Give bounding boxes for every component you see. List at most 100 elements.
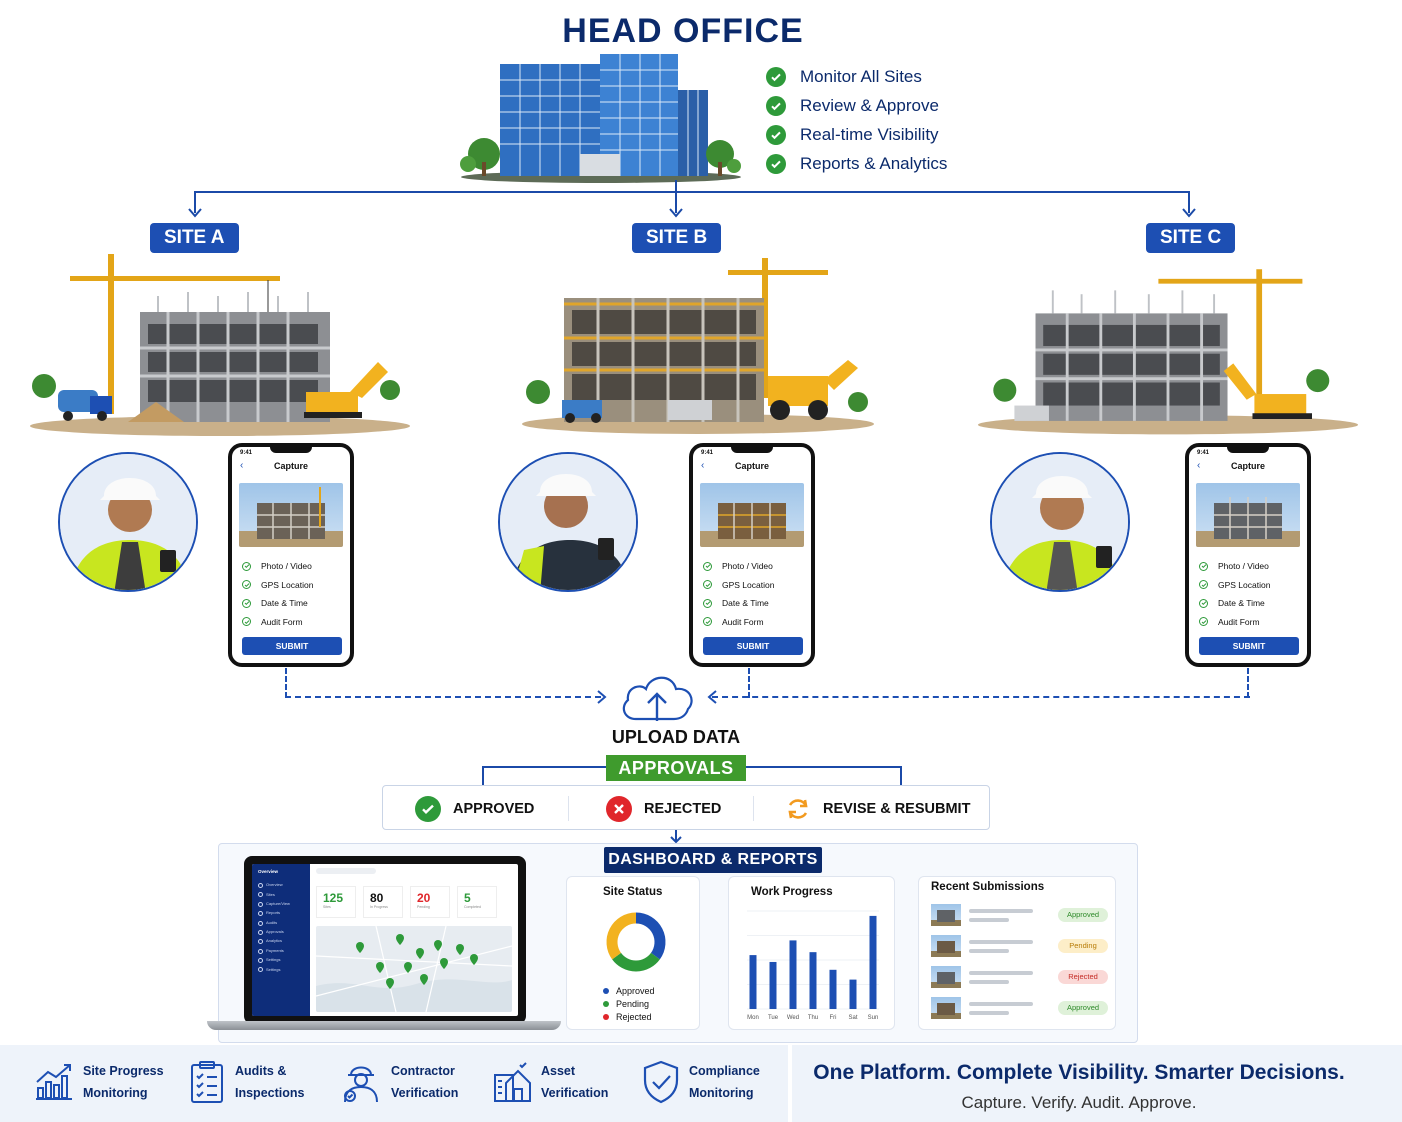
cloud-upload-icon [622,676,693,721]
check-circle-icon [766,124,786,145]
capture-item-gps[interactable]: GPS Location [1199,576,1303,595]
search-bar[interactable] [316,868,376,874]
phone-notch [1227,447,1269,453]
submit-button[interactable]: SUBMIT [1199,637,1299,655]
captured-photo-preview [700,483,804,547]
construction-site-b-illustration [522,258,874,434]
site-c-capture-phone: 9:41 ‹ Capture Photo / Video GPS Locatio… [1185,443,1311,667]
capture-item-gps[interactable]: GPS Location [703,576,807,595]
x-tick-label: Mon [747,1015,759,1021]
site-map[interactable] [316,926,512,1012]
captured-photo-preview [239,483,343,547]
check-circle-icon [1199,580,1208,590]
status-approved[interactable]: APPROVED [415,786,534,831]
connector-line [675,830,677,842]
site-status-card: Site Status Approved Pending Rejected [566,876,700,1030]
phone-status-time: 9:41 [240,450,253,456]
head-office-features: Monitor All Sites Review & Approve Real-… [766,62,1026,178]
status-revise-resubmit[interactable]: REVISE & RESUBMIT [785,786,970,831]
check-circle-icon [766,66,786,87]
check-circle-icon [242,580,251,590]
construction-site-a-illustration [30,254,410,436]
back-chevron-icon[interactable]: ‹ [240,460,244,471]
laptop-dashboard: Overview Overview Sites Capture/View Rep… [244,856,526,1024]
capture-item-photo[interactable]: Photo / Video [242,557,346,576]
dashed-connector [712,696,1250,698]
status-badge: Rejected [1058,970,1108,984]
sidebar-item[interactable]: Analytics [252,936,310,945]
capture-item-audit[interactable]: Audit Form [1199,613,1303,632]
submit-button[interactable]: SUBMIT [242,637,342,655]
sidebar-item[interactable]: Settings [252,964,310,973]
feature-monitor: Monitor All Sites [766,62,1026,91]
phone-notch [270,447,312,453]
tagline-main: One Platform. Complete Visibility. Smart… [813,1061,1345,1084]
check-circle-icon [1199,617,1208,627]
submission-row[interactable]: Pending [931,935,1111,959]
text-placeholder [969,940,1033,944]
back-chevron-icon[interactable]: ‹ [701,460,705,471]
capture-item-audit[interactable]: Audit Form [703,613,807,632]
capture-item-photo[interactable]: Photo / Video [1199,557,1303,576]
clipboard-icon [191,1061,223,1103]
donut-slice-rejected [606,912,637,960]
status-badge: Approved [1058,1001,1108,1015]
capture-item-photo[interactable]: Photo / Video [703,557,807,576]
x-tick-label: Tue [768,1015,779,1021]
sidebar-item[interactable]: Audits [252,918,310,927]
text-placeholder [969,909,1033,913]
divider [753,796,754,821]
capture-item-datetime[interactable]: Date & Time [1199,594,1303,613]
work-progress-title: Work Progress [751,886,833,898]
check-circle-icon [242,617,251,627]
x-tick-label: Wed [787,1015,799,1021]
laptop-base [207,1021,561,1030]
capture-screen-title: Capture [734,461,769,471]
sidebar-item[interactable]: Settings [252,955,310,964]
capture-item-gps[interactable]: GPS Location [242,576,346,595]
arrow-down-icon [669,208,683,218]
dashed-connector [748,668,750,698]
sidebar-item[interactable]: Approvals [252,927,310,936]
tagline-sub: Capture. Verify. Audit. Approve. [961,1093,1197,1112]
submission-row[interactable]: Rejected [931,966,1111,990]
capture-item-datetime[interactable]: Date & Time [703,594,807,613]
donut-slice-approved [635,912,666,960]
connector-line [675,180,677,213]
submit-button[interactable]: SUBMIT [703,637,803,655]
sidebar-item[interactable]: Reports [252,908,310,917]
submission-row[interactable]: Approved [931,904,1111,928]
status-rejected[interactable]: REJECTED [606,786,721,831]
back-chevron-icon[interactable]: ‹ [1197,460,1201,471]
head-office-title: HEAD OFFICE [562,12,804,50]
capture-item-datetime[interactable]: Date & Time [242,594,346,613]
check-circle-icon [242,561,251,571]
submission-row[interactable]: Approved [931,997,1111,1021]
captured-photo-preview [1196,483,1300,547]
check-circle-icon [766,153,786,174]
status-badge: Pending [1058,939,1108,953]
donut-slice-pending [612,952,660,972]
sidebar-item[interactable]: Overview [252,880,310,889]
sidebar-item[interactable]: Sites [252,889,310,898]
capture-item-audit[interactable]: Audit Form [242,613,346,632]
site-a-capture-phone: 9:41 ‹ Capture Photo / Video GPS Locatio… [228,443,354,667]
house-icon [494,1062,531,1102]
recent-submissions-card: Recent Submissions Approved Pending Reje… [918,876,1116,1030]
legend-pending: Pending [603,997,655,1010]
capture-screen-title: Capture [273,461,308,471]
dashed-connector [285,668,287,698]
x-tick-label: Thu [808,1015,818,1021]
sidebar-item[interactable]: Capture/View [252,899,310,908]
sidebar-item[interactable]: Payments [252,946,310,955]
check-circle-icon [1199,598,1208,608]
x-tick-label: Sat [848,1015,857,1021]
submission-thumbnail [931,935,961,957]
